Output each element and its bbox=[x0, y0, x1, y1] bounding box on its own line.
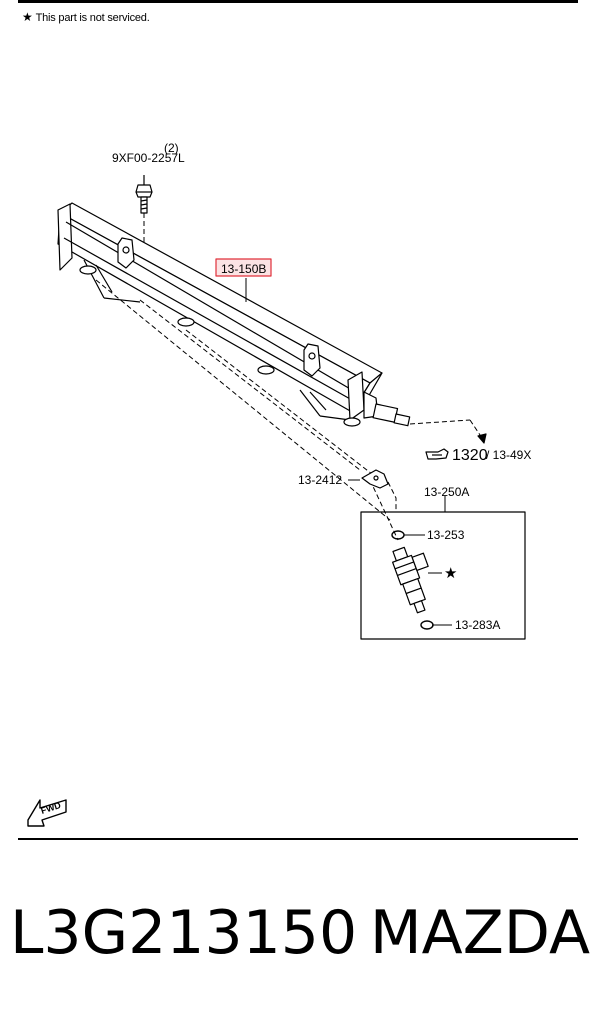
ref-sub-label: / 13-49X bbox=[486, 448, 531, 462]
bottom-rule bbox=[18, 838, 578, 840]
brand-name: MAZDA bbox=[369, 898, 590, 968]
fuel-rail-drawing bbox=[57, 202, 411, 427]
top-rule bbox=[18, 0, 578, 3]
injector-drawing bbox=[392, 546, 429, 614]
parts-diagram: (2) 9XF00-2257L 13-150B 1320 / 13-49X 13… bbox=[27, 141, 531, 827]
lower-oring-label: 13-283A bbox=[455, 618, 500, 632]
upper-oring-label: 13-253 bbox=[427, 528, 465, 542]
footer: L3G213150 MAZDA bbox=[10, 893, 590, 973]
fwd-arrow-icon bbox=[27, 799, 67, 827]
part-number: L3G213150 bbox=[10, 898, 358, 968]
bracket-drawing bbox=[361, 469, 389, 489]
bolt-part-label: 9XF00-2257L bbox=[112, 151, 185, 165]
injector-assembly-label: 13-250A bbox=[424, 485, 469, 499]
bracket-part-label: 13-2412 bbox=[298, 473, 342, 487]
not-serviced-note: ★This part is not serviced. bbox=[22, 10, 150, 24]
injector-star-icon: ★ bbox=[444, 565, 457, 582]
ref-main-label: 1320 bbox=[452, 447, 488, 464]
bolt-quantity-label: (2) bbox=[164, 141, 179, 155]
injector-assembly-box bbox=[360, 511, 526, 640]
fuel-rail-part-label: 13-150B bbox=[221, 262, 266, 276]
bolt-drawing bbox=[135, 175, 153, 214]
hand-pointer-icon bbox=[425, 448, 449, 460]
star-icon: ★ bbox=[22, 10, 33, 24]
note-text: This part is not serviced. bbox=[35, 12, 150, 24]
